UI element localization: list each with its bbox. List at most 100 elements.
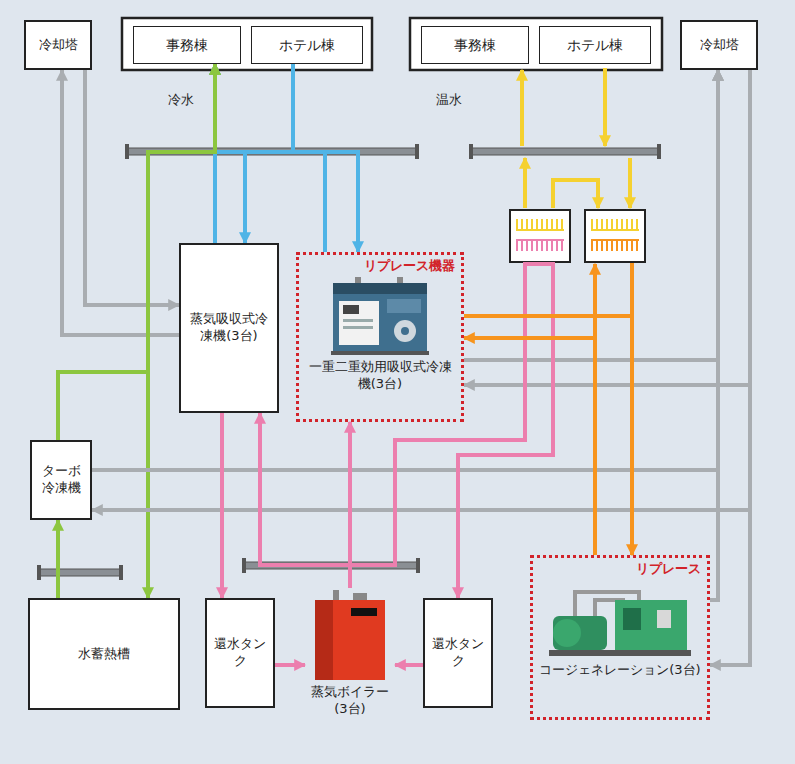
panel-line: [343, 319, 373, 322]
chiller-illustration: [325, 277, 435, 357]
hot-water-pipe: [520, 70, 524, 146]
equipment-name: ホテル棟: [279, 36, 335, 54]
chiller-base: [331, 351, 429, 355]
boiler-illustration: [305, 590, 395, 682]
heat-exchanger-box: [585, 210, 645, 262]
flow-label: 冷水: [166, 92, 196, 109]
generator: [615, 600, 687, 650]
coil: [591, 229, 639, 231]
display: [343, 305, 359, 314]
hot-water-pipes: [522, 68, 632, 338]
equipment-name: 水蓄熱槽: [78, 646, 130, 663]
equipment-name: 冷却塔: [39, 37, 78, 54]
header-cap: [469, 144, 473, 159]
control-panel: [339, 301, 379, 345]
equipment-box: ターボ冷凍機: [30, 440, 92, 520]
panel-line: [343, 326, 373, 329]
engine: [553, 616, 607, 650]
pipe-connector: [62, 70, 179, 335]
fan-hub: [401, 327, 409, 335]
header-cap: [125, 144, 129, 159]
pipe-connector: [215, 64, 325, 252]
equipment-name: 事務棟: [166, 36, 208, 54]
replace-tag: リプレース機器: [364, 258, 455, 275]
equipment-name: ターボ冷凍機: [36, 463, 86, 497]
chiller-top: [333, 283, 427, 294]
chiller-body: [333, 283, 427, 353]
generator-panel: [623, 608, 641, 630]
flow-label: 温水: [434, 92, 464, 109]
heat-exchanger-box: [510, 210, 570, 262]
pipe-connector: [395, 663, 423, 667]
engine-base: [549, 650, 691, 656]
pipe-connector: [464, 316, 632, 555]
boiler-side: [315, 600, 333, 680]
equipment-name: 蒸気ボイラー(3台): [305, 684, 395, 718]
equipment-box: 事務棟: [133, 26, 241, 64]
equipment-box: ホテル棟: [251, 26, 363, 64]
pipe-connector: [293, 64, 358, 252]
gauge-panel: [657, 610, 671, 628]
coil: [516, 219, 564, 229]
equipment-box: 事務棟: [421, 26, 529, 64]
equipment-name: 一重二重効用吸収式冷凍機(3台): [305, 359, 455, 393]
cogen-water-pipe: [630, 262, 634, 318]
cogen-water-pipe: [593, 264, 597, 338]
equipment-box: 還水タンク: [423, 598, 493, 708]
pipe-connector: [56, 520, 60, 598]
equipment-name: 還水タンク: [429, 636, 487, 670]
replace-tag: リプレース: [636, 561, 701, 578]
pipe-connector: [92, 70, 718, 470]
boiler-slot: [351, 608, 377, 616]
equipment-name: コージェネレーション(3台): [539, 662, 700, 679]
pipe-connector: [710, 70, 750, 665]
equipment-box: 冷却塔: [24, 20, 92, 70]
boiler-body: [315, 600, 385, 680]
header-cap: [37, 565, 41, 580]
header-cap: [242, 558, 246, 573]
fan: [394, 320, 416, 342]
equipment-name: 事務棟: [454, 36, 496, 54]
pipe-connector: [710, 70, 718, 600]
hot-water-pipe: [603, 68, 607, 146]
equipment-name: ホテル棟: [567, 36, 623, 54]
replace-group: リプレース機器一重二重効用吸収式冷凍機(3台): [296, 252, 464, 422]
hot-water-pipe: [553, 180, 598, 208]
header-cap: [119, 565, 123, 580]
engine-end: [553, 619, 581, 647]
hot-water-pipe: [628, 158, 632, 208]
header-cap: [657, 144, 661, 159]
pipe-connector: [85, 70, 179, 305]
coil: [591, 219, 639, 229]
equipment-box: ホテル棟: [539, 26, 651, 64]
pipe-connector: [275, 663, 305, 667]
equipment-name: 蒸気吸収式冷凍機(3台): [185, 311, 273, 345]
replace-group: リプレースコージェネレーション(3台): [530, 555, 710, 720]
heat-exchanger: [585, 210, 645, 262]
header-pipe: [472, 148, 658, 155]
header-pipe: [40, 569, 120, 576]
building-frame: [122, 18, 372, 70]
coil: [516, 239, 564, 241]
coil: [591, 241, 639, 251]
building-frame: [410, 18, 662, 70]
hot-water-pipe: [523, 158, 527, 208]
header-cap: [415, 144, 419, 159]
equipment-box: 冷却塔: [680, 20, 758, 70]
pipe-connector: [92, 70, 750, 510]
equipment-box: 還水タンク: [205, 598, 275, 708]
equipment-box: 水蓄熱槽: [28, 598, 180, 710]
coil: [591, 239, 639, 241]
coil: [516, 229, 564, 231]
header-cap: [416, 558, 420, 573]
equipment-name: 冷却塔: [700, 37, 739, 54]
coil: [516, 241, 564, 251]
cogen-illustration: [535, 580, 705, 660]
pipe-connector: [464, 338, 595, 555]
equipment: 蒸気ボイラー(3台): [305, 588, 395, 720]
heat-exchanger: [510, 210, 570, 262]
pipe-connector: [260, 413, 350, 588]
equipment-box: 蒸気吸収式冷凍機(3台): [179, 243, 279, 413]
pipe-connector: [220, 413, 224, 598]
